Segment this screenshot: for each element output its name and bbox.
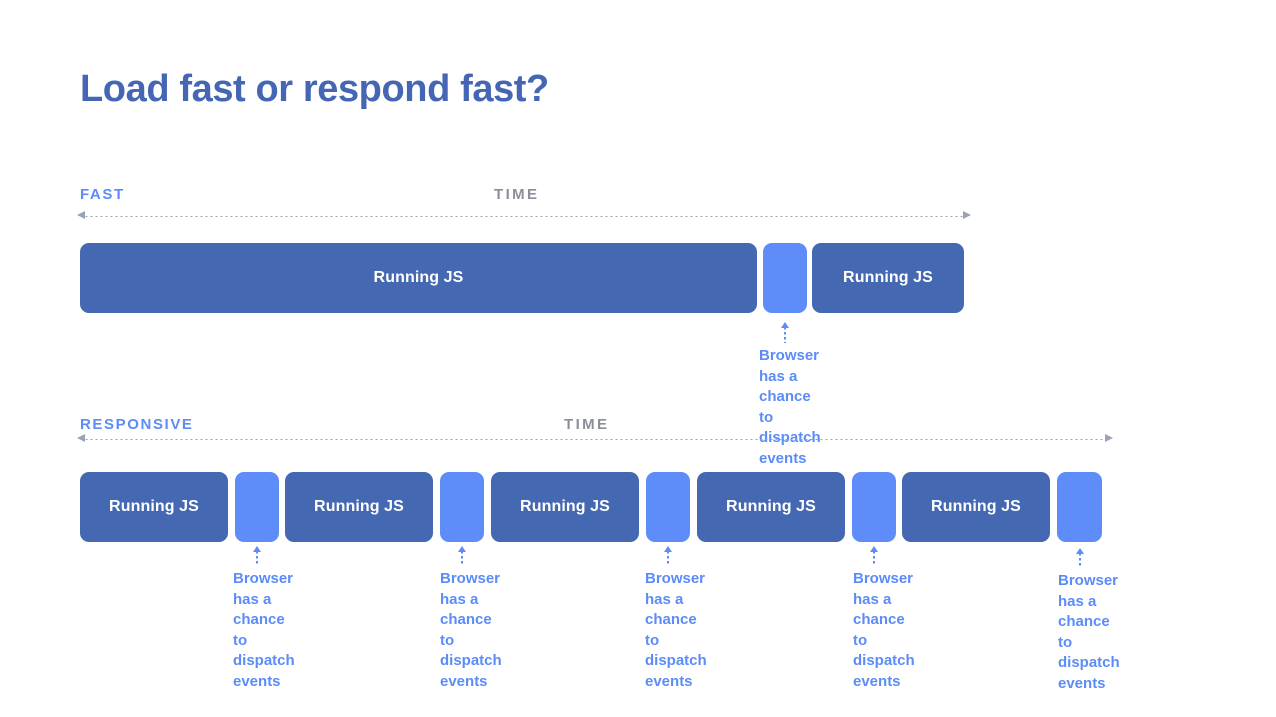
- axis-arrow-left-icon: [77, 211, 85, 219]
- annotation-stem: [667, 551, 669, 565]
- annotation-stem: [256, 551, 258, 565]
- block-running-js[interactable]: Running JS: [902, 472, 1050, 542]
- annotation-arrow-icon: [253, 546, 261, 552]
- axis-arrow-left-icon: [77, 434, 85, 442]
- axis-arrow-right-icon: [963, 211, 971, 219]
- annotation-arrow-icon: [781, 322, 789, 328]
- annotation-text: Browser has a chance to dispatch events: [440, 570, 502, 690]
- block-browser-gap[interactable]: [646, 472, 690, 542]
- annotation-stem: [784, 327, 786, 343]
- axis-arrow-right-icon: [1105, 434, 1113, 442]
- block-label: Running JS: [843, 269, 933, 286]
- page-title: Load fast or respond fast?: [80, 68, 549, 110]
- annotation-arrow-icon: [1076, 548, 1084, 554]
- annotation-text: Browser has a chance to dispatch events: [233, 570, 295, 690]
- section-label-responsive: RESPONSIVE: [80, 416, 194, 433]
- block-running-js[interactable]: Running JS: [285, 472, 433, 542]
- block-label: Running JS: [931, 498, 1021, 515]
- block-browser-gap[interactable]: [1057, 472, 1102, 542]
- annotation-arrow-icon: [458, 546, 466, 552]
- annotation-stem: [873, 551, 875, 565]
- annotation-text: Browser has a chance to dispatch events: [853, 570, 915, 690]
- block-label: Running JS: [373, 269, 464, 286]
- block-browser-gap[interactable]: [763, 243, 807, 313]
- annotation-text: Browser has a chance to dispatch events: [645, 570, 707, 690]
- time-label-responsive: TIME: [564, 416, 610, 433]
- block-label: Running JS: [520, 498, 610, 515]
- time-axis-fast: [77, 211, 971, 219]
- block-running-js[interactable]: Running JS: [491, 472, 639, 542]
- annotation-arrow-icon: [870, 546, 878, 552]
- time-axis-responsive: [77, 434, 1113, 442]
- block-running-js[interactable]: Running JS: [80, 472, 228, 542]
- annotation-text: Browser has a chance to dispatch events: [759, 347, 821, 467]
- block-browser-gap[interactable]: [852, 472, 896, 542]
- timeline-track-fast: Running JS Running JS: [0, 243, 1276, 313]
- annotation-stem: [1079, 553, 1081, 567]
- time-label-fast: TIME: [494, 186, 540, 203]
- block-running-js[interactable]: Running JS: [80, 243, 757, 313]
- block-label: Running JS: [109, 498, 199, 515]
- annotation-text: Browser has a chance to dispatch events: [1058, 572, 1120, 692]
- annotation-arrow-icon: [664, 546, 672, 552]
- block-running-js[interactable]: Running JS: [812, 243, 964, 313]
- section-label-fast: FAST: [80, 186, 125, 203]
- block-label: Running JS: [314, 498, 404, 515]
- block-running-js[interactable]: Running JS: [697, 472, 845, 542]
- block-label: Running JS: [726, 498, 816, 515]
- block-browser-gap[interactable]: [440, 472, 484, 542]
- block-browser-gap[interactable]: [235, 472, 279, 542]
- timeline-track-responsive: Running JS Running JS Running JS Running…: [0, 472, 1276, 542]
- annotation-stem: [461, 551, 463, 565]
